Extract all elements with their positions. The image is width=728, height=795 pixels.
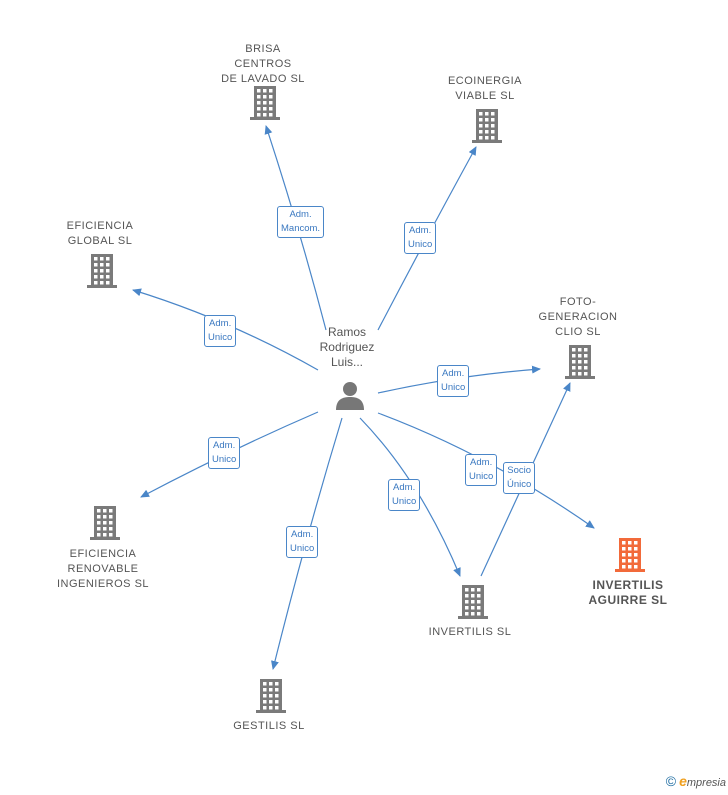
building-icon-ecoinergia[interactable]: [470, 107, 504, 145]
relation-label-brisa[interactable]: Adm. Mancom.: [277, 206, 325, 238]
building-icon-brisa[interactable]: [248, 84, 282, 122]
relation-label-foto[interactable]: Adm. Unico: [437, 365, 470, 397]
footer-brand: © empresia: [666, 773, 726, 789]
copyright-symbol: ©: [665, 773, 677, 789]
person-name-label[interactable]: Ramos Rodriguez Luis...: [319, 325, 375, 369]
relation-label-eficiencia-global[interactable]: Adm. Unico: [204, 315, 237, 347]
building-icon-eficiencia-renovable[interactable]: [88, 504, 122, 542]
company-label-invertilis-aguirre[interactable]: INVERTILIS AGUIRRE SL: [588, 578, 668, 607]
brand-logo-initial: e: [679, 773, 687, 789]
relation-label-gestilis[interactable]: Adm. Unico: [286, 526, 319, 558]
company-label-foto[interactable]: FOTO- GENERACION CLIO SL: [538, 296, 618, 338]
company-label-eficiencia-global[interactable]: EFICIENCIA GLOBAL SL: [66, 220, 134, 247]
building-icon-invertilis[interactable]: [456, 583, 490, 621]
company-label-brisa[interactable]: BRISA CENTROS DE LAVADO SL: [221, 43, 305, 85]
relation-label-invertilis[interactable]: Adm. Unico: [388, 479, 421, 511]
company-label-ecoinergia[interactable]: ECOINERGIA VIABLE SL: [447, 75, 523, 102]
company-label-gestilis[interactable]: GESTILIS SL: [233, 720, 305, 732]
company-label-eficiencia-renovable[interactable]: EFICIENCIA RENOVABLE INGENIEROS SL: [56, 548, 150, 590]
building-icon-eficiencia-global[interactable]: [85, 252, 119, 290]
building-icon-gestilis[interactable]: [254, 677, 288, 715]
person-icon[interactable]: [334, 380, 366, 412]
company-label-invertilis[interactable]: INVERTILIS SL: [428, 626, 512, 638]
relation-label-invertilis-aguirre[interactable]: Adm. Unico: [465, 454, 498, 486]
building-icon-invertilis-aguirre[interactable]: [613, 536, 647, 574]
building-icon-foto[interactable]: [563, 343, 597, 381]
relation-label-ecoinergia[interactable]: Adm. Unico: [404, 222, 437, 254]
relation-label-eficiencia-renovable[interactable]: Adm. Unico: [208, 437, 241, 469]
relation-label-invertilis-foto[interactable]: Socio Único: [503, 462, 536, 494]
brand-logo-text: mpresia: [686, 777, 726, 789]
